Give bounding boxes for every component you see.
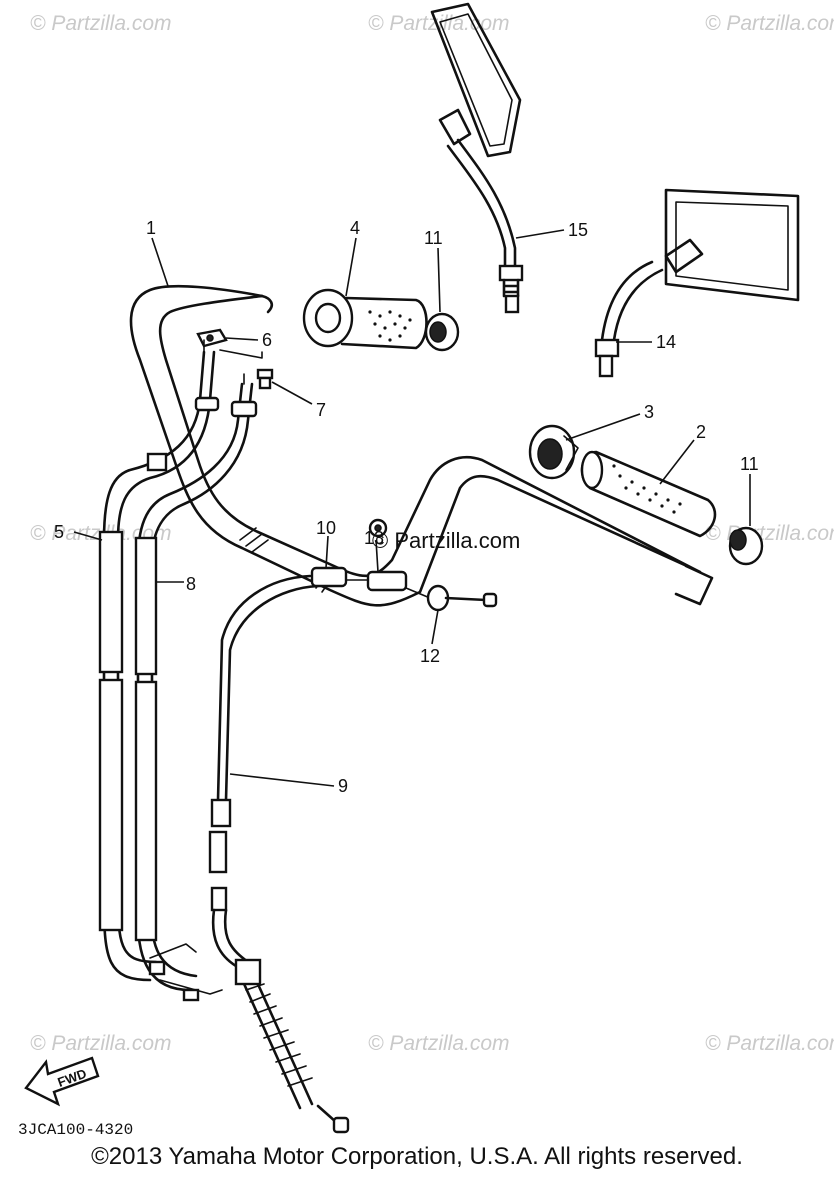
mirror-upper xyxy=(430,2,524,314)
callout-6: 6 xyxy=(262,330,272,350)
diagram-code: 3JCA100-4320 xyxy=(18,1121,133,1139)
cable-adjusters xyxy=(310,518,498,612)
watermark-top-left: © Partzilla.com xyxy=(30,12,172,35)
callout-7: 7 xyxy=(316,400,326,420)
grip-end-upper xyxy=(424,312,460,352)
grip-seal xyxy=(528,424,579,480)
watermark-center: © Partzilla.com xyxy=(372,528,520,553)
callout-5: 5 xyxy=(54,522,64,542)
watermark-mid-right: © Partzilla.com xyxy=(705,522,834,545)
left-grip-texture xyxy=(612,464,682,514)
watermark-bottom-right: © Partzilla.com xyxy=(705,1032,834,1055)
callout-1: 1 xyxy=(146,218,156,238)
throttle-grip xyxy=(302,288,428,350)
callout-11-lower: 11 xyxy=(740,454,759,474)
callout-4: 4 xyxy=(350,218,360,238)
watermark-top-center: © Partzilla.com xyxy=(368,12,510,35)
callout-numbers: 1 2 3 4 5 6 7 8 9 10 11 11 12 13 14 15 xyxy=(54,218,759,796)
callout-13: 13 xyxy=(364,528,384,548)
grip-end-lower xyxy=(728,526,764,566)
mirror-right xyxy=(594,188,800,378)
throttle-grip-texture xyxy=(368,310,412,342)
left-grip xyxy=(580,450,717,538)
callout-8: 8 xyxy=(186,574,196,594)
throttle-cables xyxy=(98,339,258,1002)
cable-guide xyxy=(196,328,263,359)
watermark-bottom-left: © Partzilla.com xyxy=(30,1032,172,1055)
callout-3: 3 xyxy=(644,402,654,422)
watermark-top-right: © Partzilla.com xyxy=(705,12,834,35)
copyright-notice: ©2013 Yamaha Motor Corporation, U.S.A. A… xyxy=(91,1143,743,1170)
callout-9: 9 xyxy=(338,776,348,796)
screw xyxy=(256,368,274,390)
callout-10: 10 xyxy=(316,518,336,538)
callout-2: 2 xyxy=(696,422,706,442)
fwd-arrow: FWD xyxy=(24,1056,100,1107)
callout-12: 12 xyxy=(420,646,440,666)
callout-14: 14 xyxy=(656,332,676,352)
watermark-bottom-center: © Partzilla.com xyxy=(368,1032,510,1055)
handlebar-parts-diagram: © Partzilla.com © Partzilla.com © Partzi… xyxy=(18,2,834,1139)
callout-11-upper: 11 xyxy=(424,228,443,248)
callout-15: 15 xyxy=(568,220,588,240)
leader-lines xyxy=(73,229,751,787)
clutch-cable xyxy=(208,574,350,1134)
